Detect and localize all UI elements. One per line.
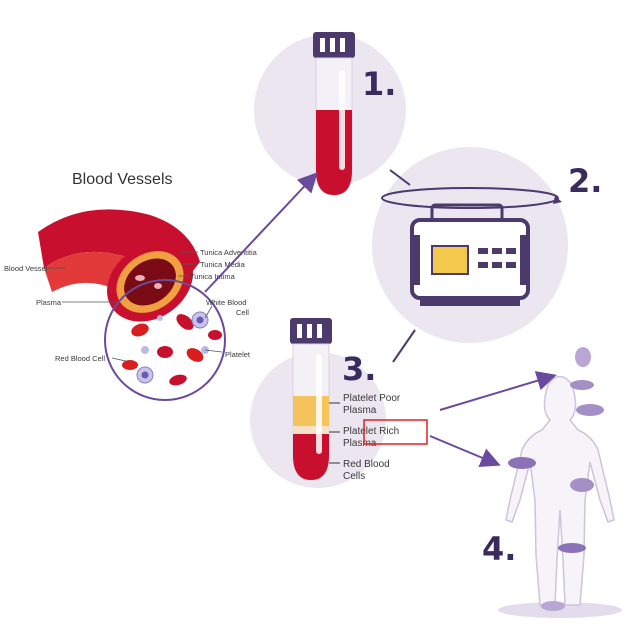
label-red-blood-cell: Red Blood Cell [55, 354, 105, 363]
label-ppp-line2: Plasma [343, 405, 377, 416]
step1-test-tube [313, 32, 355, 196]
prp-highlight-box [363, 419, 428, 445]
label-blood-vessel: Blood Vessel [4, 264, 48, 273]
step-number-2: 2. [568, 162, 602, 200]
connector-1-2 [389, 169, 411, 186]
step-number-4: 4. [482, 530, 516, 568]
arrow-vessel-to-tube [204, 172, 318, 293]
label-rbc-line2: Cells [343, 471, 365, 482]
arrow-tube-to-head [439, 371, 557, 411]
step4-human-body [498, 347, 622, 618]
label-platelet: Platelet [225, 350, 251, 359]
label-plasma: Plasma [36, 298, 62, 307]
label-tunica-intima: Tunica Intima [190, 272, 236, 281]
label-white-blood-cell-2: Cell [236, 308, 249, 317]
vessel-zoom-circle [104, 279, 226, 401]
label-prp-line1: Platelet Rich [343, 426, 399, 437]
vessel-title: Blood Vessels [72, 171, 173, 188]
step2-centrifuge [381, 187, 562, 306]
arrow-tube-to-arm [429, 435, 501, 468]
label-ppp-line1: Platelet Poor [343, 393, 401, 404]
blood-vessel-illustration: Blood Vessels [38, 171, 226, 401]
step-number-1: 1. [362, 65, 396, 103]
label-rbc-line1: Red Blood [343, 459, 390, 470]
step-number-3: 3. [342, 350, 376, 388]
label-white-blood-cell-1: White Blood [206, 298, 246, 307]
label-prp-line2: Plasma [343, 438, 377, 449]
vessel-leader-lines [48, 251, 223, 363]
connector-2-3 [392, 329, 416, 363]
label-tunica-media: Tunica Media [200, 260, 246, 269]
step3-separated-tube [290, 318, 332, 481]
label-tunica-adventitia: Tunica Adventitia [200, 248, 258, 257]
